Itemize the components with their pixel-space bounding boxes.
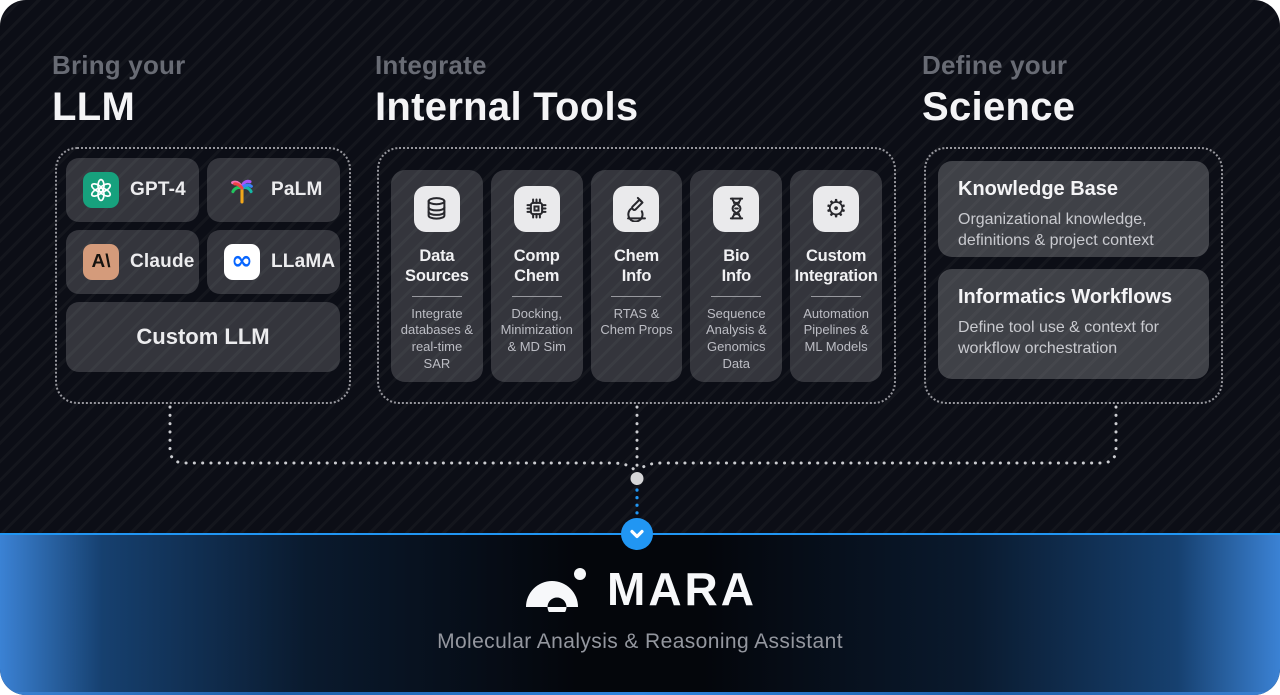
brand-tagline: Molecular Analysis & Reasoning Assistant: [437, 630, 843, 653]
anthropic-glyph: A\: [91, 251, 111, 272]
llm-card-llama: ∞ LLaMA: [207, 230, 340, 294]
tools-eyebrow: Integrate: [375, 50, 487, 80]
llm-card-claude: A\ Claude: [66, 230, 199, 294]
openai-logo-icon: [83, 172, 119, 208]
knowledge-base-subtitle: Organizational knowledge, definitions & …: [958, 211, 1154, 250]
science-container: Knowledge Base Organizational knowledge,…: [924, 147, 1223, 404]
meta-logo-icon: ∞: [224, 244, 260, 280]
tool-subtitle: Sequence Analysis & Genomics Data: [705, 305, 767, 371]
tool-card-bio-info: Bio Info Sequence Analysis & Genomics Da…: [690, 169, 783, 382]
tools-section-heading: Integrate Internal Tools: [375, 50, 638, 130]
llm-label-gpt4: GPT-4: [130, 179, 186, 200]
knowledge-base-card: Knowledge Base Organizational knowledge,…: [938, 161, 1209, 257]
llm-container: GPT-4: [55, 147, 351, 404]
divider: [511, 295, 562, 297]
custom-llm-label: Custom LLM: [136, 324, 270, 349]
dna-icon: [713, 185, 760, 232]
science-title: Science: [922, 85, 1076, 129]
meta-glyph: ∞: [231, 245, 253, 276]
gear-icon: ⚙: [813, 185, 860, 232]
llm-label-palm: PaLM: [271, 179, 323, 200]
llm-grid: GPT-4: [57, 149, 349, 402]
tool-card-data-sources: Data Sources Integrate databases & real-…: [391, 169, 483, 382]
llm-label-claude: Claude: [130, 251, 195, 272]
tools-container: Data Sources Integrate databases & real-…: [377, 147, 896, 404]
tool-card-chem-info: Chem Info RTAS & Chem Props: [590, 169, 683, 382]
science-eyebrow: Define your: [922, 50, 1068, 80]
llm-title: LLM: [52, 85, 136, 129]
tool-subtitle: Integrate databases & real-time SAR: [400, 305, 474, 371]
llm-card-custom: Custom LLM: [66, 302, 340, 372]
palm-tree-logo-icon: [224, 172, 260, 208]
tool-subtitle: RTAS & Chem Props: [600, 305, 673, 338]
tool-title: Custom Integration: [794, 246, 878, 285]
divider: [811, 295, 862, 297]
informatics-workflows-card: Informatics Workflows Define tool use & …: [938, 269, 1209, 379]
tools-title: Internal Tools: [375, 85, 639, 129]
divider: [611, 295, 662, 297]
llm-section-heading: Bring your LLM: [52, 50, 185, 130]
tool-title: Data Sources: [405, 246, 469, 285]
divider: [411, 295, 462, 297]
llm-card-palm: PaLM: [207, 158, 340, 222]
tool-card-custom-integration: ⚙ Custom Integration Automation Pipeline…: [790, 169, 882, 382]
llm-eyebrow: Bring your: [52, 50, 186, 80]
llm-label-llama: LLaMA: [271, 251, 336, 272]
knowledge-base-title: Knowledge Base: [958, 178, 1119, 200]
informatics-workflows-subtitle: Define tool use & context for workflow o…: [958, 319, 1159, 358]
bottom-band: [0, 533, 1280, 695]
tools-row: Data Sources Integrate databases & real-…: [379, 149, 894, 402]
tool-title: Bio Info: [721, 246, 752, 285]
gear-glyph: ⚙: [824, 194, 848, 223]
science-column: Knowledge Base Organizational knowledge,…: [926, 149, 1221, 402]
tool-subtitle: Docking, Minimization & MD Sim: [500, 305, 573, 354]
divider: [711, 295, 762, 297]
chip-icon: [513, 185, 560, 232]
mara-logo-icon: [523, 566, 587, 612]
database-icon: [413, 185, 460, 232]
brand-row: MARA: [0, 562, 1280, 616]
microscope-icon: [613, 185, 660, 232]
science-section-heading: Define your Science: [922, 50, 1075, 130]
tool-card-comp-chem: Comp Chem Docking, Minimization & MD Sim: [490, 169, 583, 382]
tool-subtitle: Automation Pipelines & ML Models: [803, 305, 869, 354]
chevron-down-icon: [621, 518, 653, 550]
anthropic-logo-icon: A\: [83, 244, 119, 280]
llm-card-gpt4: GPT-4: [66, 158, 199, 222]
informatics-workflows-title: Informatics Workflows: [958, 286, 1173, 308]
brand-wordmark: MARA: [607, 563, 757, 615]
tool-title: Comp Chem: [513, 246, 560, 285]
tool-title: Chem Info: [613, 246, 660, 285]
junction-dot: [630, 472, 644, 485]
